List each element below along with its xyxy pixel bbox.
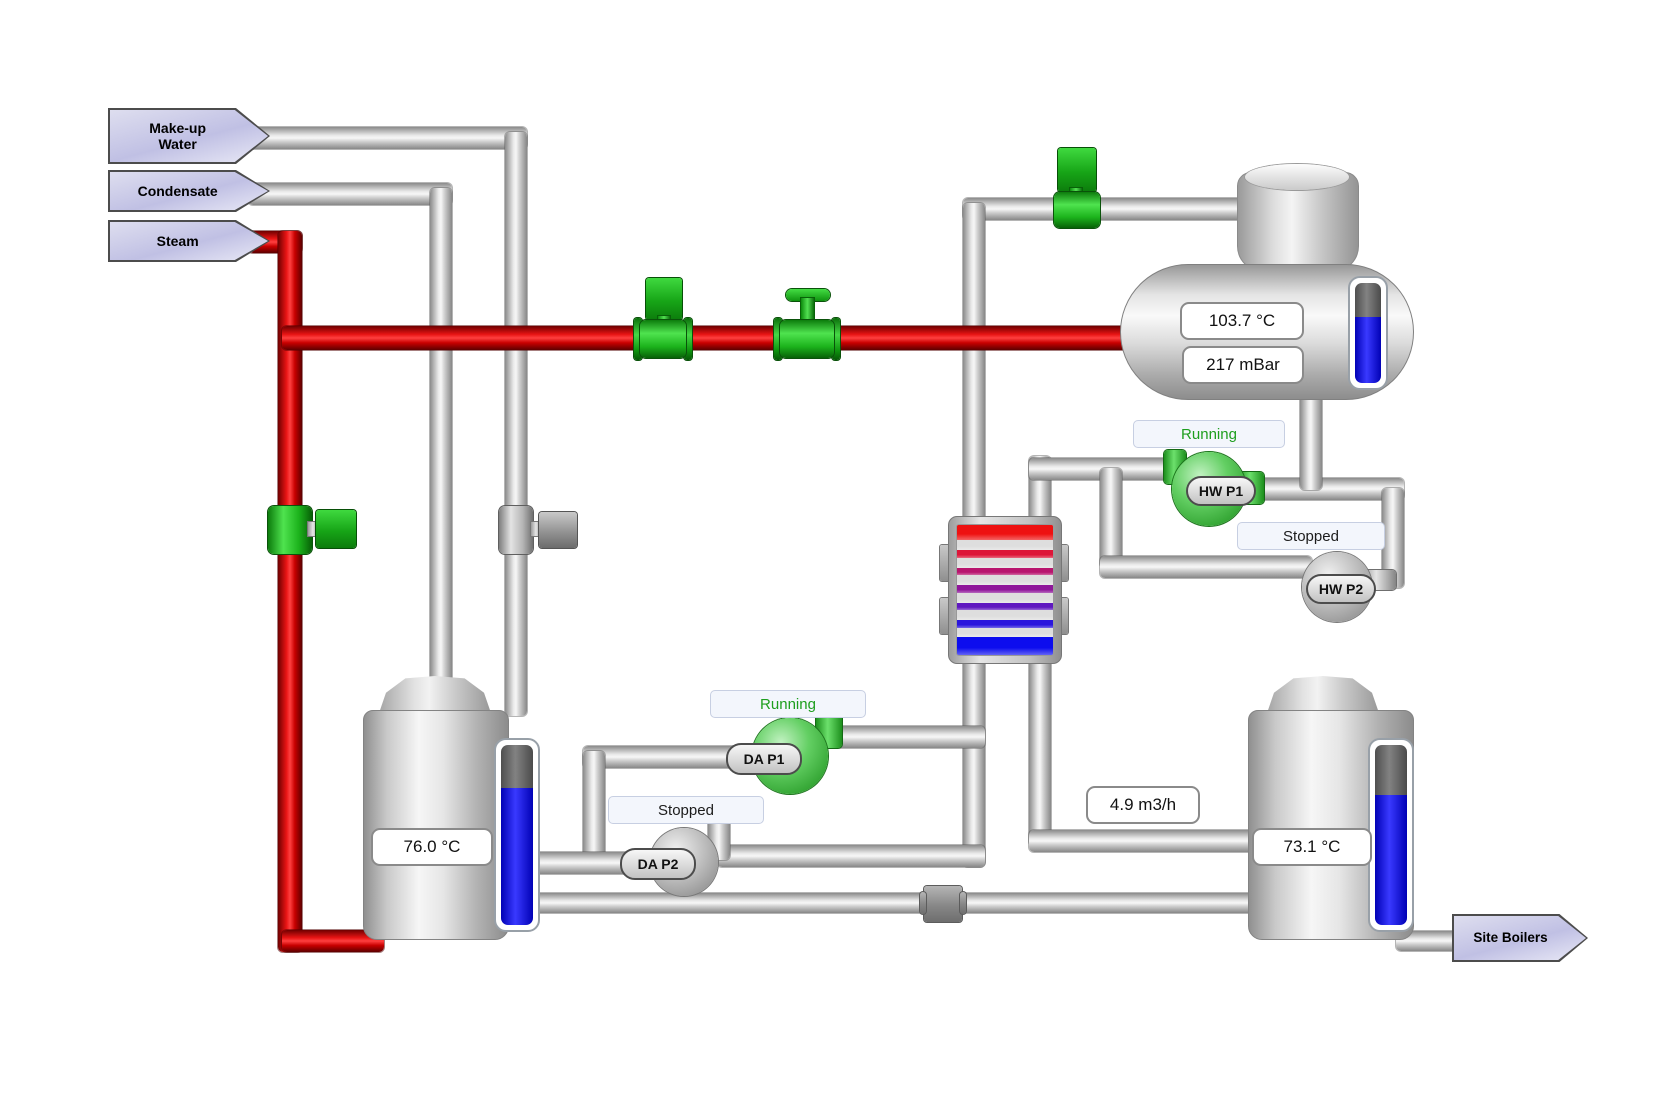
- steam-valve1-flange-l: [634, 318, 642, 360]
- pipe-feedwater-bottom: [500, 893, 1260, 913]
- pipe-da-p1-discharge: [830, 726, 985, 748]
- hx-stripe: [957, 550, 1053, 558]
- tag-condensate: Condensate: [108, 170, 270, 212]
- makeup-valve-actuator[interactable]: [539, 512, 577, 548]
- hx-mount-tab: [1058, 598, 1068, 634]
- level-air: [1375, 745, 1407, 796]
- hw-p2-status-label: Stopped: [1237, 522, 1385, 550]
- hx-stripe: [957, 627, 1053, 638]
- pump-da-p2-label: DA P2: [620, 848, 696, 880]
- steam-riser-valve-actuator[interactable]: [316, 510, 356, 548]
- pipe-hw-branch-vertical: [1100, 468, 1122, 568]
- pipe-steam-bottom: [282, 930, 384, 952]
- pipe-hx-left-riser: [963, 203, 985, 526]
- deaerator-dome: [1237, 172, 1359, 272]
- pump-da-p1-label: DA P1: [726, 743, 802, 775]
- hx-stripe: [957, 592, 1053, 603]
- da-p2-status-label: Stopped: [608, 796, 764, 824]
- hx-stripe: [957, 585, 1053, 593]
- level-air: [1355, 283, 1381, 317]
- tag-steam-label: Steam: [110, 222, 268, 260]
- level-air: [501, 745, 533, 789]
- pipe-hw-discharge: [1252, 478, 1404, 500]
- pump-hw-p1-label: HW P1: [1186, 476, 1256, 506]
- hx-mount-tab: [940, 598, 950, 634]
- pipe-condensate-horizontal: [248, 183, 452, 205]
- pipe-da-p2-discharge: [717, 845, 985, 867]
- pipe-site-boilers-stub: [1396, 931, 1460, 951]
- pipe-da-p1-suction-riser: [583, 751, 605, 869]
- hx-stripe: [957, 610, 1053, 620]
- level-liquid: [1355, 317, 1381, 383]
- tag-text: Make-up Water: [149, 119, 207, 152]
- tag-site-boilers-label: Site Boilers: [1454, 916, 1586, 960]
- hx-stripe: [957, 637, 1053, 655]
- pipe-hw-p2-riser: [1382, 488, 1404, 588]
- pipe-condensate-vertical: [430, 188, 452, 693]
- steam-valve1-actuator[interactable]: [646, 278, 682, 320]
- feedwater-valve-tab2: [960, 892, 966, 914]
- deaerator-feed-valve-actuator[interactable]: [1058, 148, 1096, 192]
- pump-hw-p2-label: HW P2: [1306, 574, 1376, 604]
- pipe-makeup-vertical: [505, 132, 527, 716]
- head-tank-pressure-readout: 217 mBar: [1182, 346, 1304, 384]
- pipe-hx-left-down: [963, 654, 985, 867]
- hx-stripe: [957, 567, 1053, 576]
- head-tank-temperature-readout: 103.7 °C: [1180, 302, 1304, 340]
- steam-valve1-flange-r: [684, 318, 692, 360]
- head-tank-level-gauge: [1348, 276, 1388, 390]
- hx-stripe: [957, 620, 1053, 628]
- pipe-hw-p2-suction: [1100, 556, 1312, 578]
- pipe-deaerator-feed-top: [963, 198, 1256, 220]
- hx-stripe: [957, 602, 1053, 611]
- right-tank-level-gauge: [1368, 738, 1414, 932]
- pipe-da-p1-suction: [583, 746, 743, 768]
- left-tank-level-gauge: [494, 738, 540, 932]
- hx-stripe: [957, 540, 1053, 551]
- da-p1-status-label: Running: [710, 690, 866, 718]
- hx-mount-tab: [940, 545, 950, 581]
- steam-valve2-flange-l: [774, 318, 782, 360]
- steam-valve2-body[interactable]: [780, 320, 834, 358]
- steam-riser-valve-stem: [308, 522, 318, 536]
- pipe-makeup-horizontal: [248, 127, 527, 149]
- makeup-valve-body[interactable]: [499, 506, 533, 554]
- hx-stripe: [957, 575, 1053, 586]
- feedwater-valve-actuator[interactable]: [924, 886, 962, 922]
- pipe-hx-to-right-tank: [1029, 830, 1259, 852]
- hx-mount-tab: [1058, 545, 1068, 581]
- pipe-steam-main: [282, 326, 1128, 350]
- pipe-head-tank-outlet: [1300, 386, 1322, 490]
- tag-makeup-water-label: Make-up Water: [110, 110, 268, 162]
- steam-valve2-stem: [801, 298, 814, 324]
- tag-makeup-water: Make-up Water: [108, 108, 270, 164]
- pipe-steam-vertical: [278, 231, 302, 952]
- level-liquid: [501, 788, 533, 925]
- right-tank-temperature-readout: 73.1 °C: [1252, 828, 1372, 866]
- steam-valve1-body[interactable]: [640, 320, 686, 358]
- level-liquid: [1375, 795, 1407, 925]
- steam-valve2-flange-r: [832, 318, 840, 360]
- tag-site-boilers: Site Boilers: [1452, 914, 1588, 962]
- hx-stripe: [957, 557, 1053, 568]
- steam-riser-valve-body[interactable]: [268, 506, 312, 554]
- makeup-valve-stem: [531, 522, 541, 536]
- hw-p1-status-label: Running: [1133, 420, 1285, 448]
- left-tank[interactable]: [363, 710, 509, 940]
- hx-stripe: [957, 525, 1053, 541]
- deaerator-dome-top: [1245, 164, 1349, 190]
- left-tank-temperature-readout: 76.0 °C: [371, 828, 493, 866]
- heat-exchanger-stripes: [956, 524, 1054, 656]
- feedwater-valve-tab: [920, 892, 926, 914]
- tag-condensate-label: Condensate: [110, 172, 268, 210]
- deaerator-feed-valve-body[interactable]: [1054, 192, 1100, 228]
- tag-steam: Steam: [108, 220, 270, 262]
- flow-rate-readout: 4.9 m3/h: [1086, 786, 1200, 824]
- steam-valve2-handle[interactable]: [786, 289, 830, 301]
- pipe-hx-right-down: [1029, 654, 1051, 846]
